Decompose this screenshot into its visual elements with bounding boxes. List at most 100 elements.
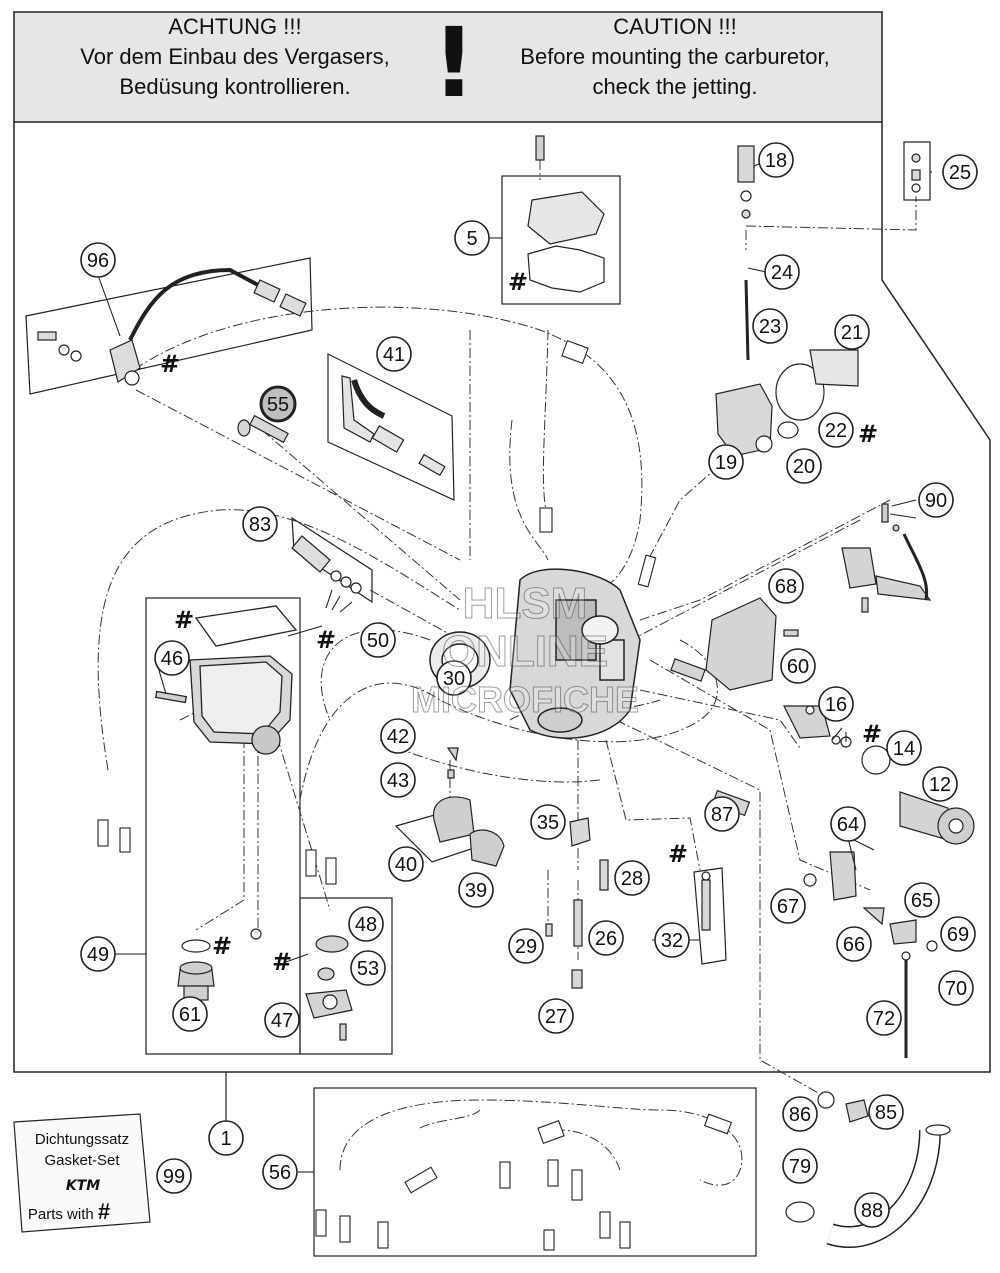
callout-circle: [80, 242, 116, 278]
top-cover: [527, 135, 605, 293]
leader-lines: [97, 161, 932, 1173]
callout-number: 72: [873, 1008, 895, 1030]
callout-circle: [376, 336, 412, 372]
callout-26: 26: [588, 920, 624, 956]
callout-46: 46: [154, 640, 190, 676]
callout-16: 16: [818, 686, 854, 722]
callout-circle: [786, 448, 822, 484]
callout-number: 23: [759, 316, 781, 338]
callout-circle: [904, 882, 940, 918]
callout-47: 47: [264, 1002, 300, 1038]
callout-number: 86: [789, 1104, 811, 1126]
callout-circle: [172, 996, 208, 1032]
callout-86: 86: [782, 1096, 818, 1132]
callout-number: 24: [771, 262, 793, 284]
choke-parts: [803, 547, 938, 1058]
callout-29: 29: [508, 928, 544, 964]
gasket-mark: #: [858, 420, 878, 448]
callout-circle: [614, 860, 650, 896]
callout-39: 39: [458, 872, 494, 908]
callout-69: 69: [940, 916, 976, 952]
cable-90: [881, 503, 929, 601]
callout-55: 55: [259, 385, 297, 423]
callout-circle: [886, 730, 922, 766]
callout-number: 19: [715, 452, 737, 474]
callout-number: 16: [825, 694, 847, 716]
caution-english-line2: check the jetting.: [592, 74, 758, 99]
caution-german-line2: Bedüsung kontrollieren.: [119, 74, 351, 99]
callout-35: 35: [530, 804, 566, 840]
callout-circle: [704, 796, 740, 832]
callout-circle: [940, 916, 976, 952]
ktm-logo: KTM: [65, 1178, 101, 1194]
callout-circle: [818, 686, 854, 722]
callout-1: 1: [208, 1120, 244, 1156]
callout-number: 30: [443, 668, 465, 690]
callout-61: 61: [172, 996, 208, 1032]
callout-70: 70: [938, 970, 974, 1006]
callout-number: 1: [220, 1128, 231, 1150]
callout-90: 90: [918, 482, 954, 518]
callout-number: 39: [465, 880, 487, 902]
cable-lines: [97, 160, 917, 1095]
callout-42: 42: [380, 718, 416, 754]
float-39: [432, 747, 505, 867]
callout-number: 35: [537, 812, 559, 834]
callout-number: 65: [911, 890, 933, 912]
callout-circle: [156, 1158, 192, 1194]
callout-number: 20: [793, 456, 815, 478]
gasket-mark: #: [508, 268, 528, 296]
callout-circle: [782, 1148, 818, 1184]
callout-circle: [834, 314, 870, 350]
callout-number: 96: [87, 250, 109, 272]
gasket-marks: # # # # # # # # #: [160, 268, 882, 976]
warning-exclamation-icon: !: [432, 7, 476, 119]
slide-assembly: [715, 145, 921, 457]
callout-72: 72: [866, 1000, 902, 1036]
callout-48: 48: [348, 906, 384, 942]
callout-circle: [360, 622, 396, 658]
callout-circle: [530, 804, 566, 840]
callout-87: 87: [704, 796, 740, 832]
callout-circle: [654, 922, 690, 958]
callout-65: 65: [904, 882, 940, 918]
box-5: [501, 175, 621, 305]
parts-with-symbol: #: [97, 1199, 111, 1224]
callout-25: 25: [942, 154, 978, 190]
callout-19: 19: [708, 444, 744, 480]
callout-circle: [942, 154, 978, 190]
callout-circle: [538, 998, 574, 1034]
callout-number: 67: [777, 896, 799, 918]
callout-number: 49: [87, 944, 109, 966]
callout-14: 14: [886, 730, 922, 766]
callout-number: 83: [249, 514, 271, 536]
callout-number: 28: [621, 868, 643, 890]
cable-loop-56: [339, 1099, 743, 1186]
callout-circle: [436, 660, 472, 696]
callout-number: 14: [893, 738, 915, 760]
gasket-mark: #: [272, 948, 292, 976]
callout-88: 88: [854, 1192, 890, 1228]
parts-with-label: Parts with: [27, 1206, 94, 1223]
callout-number: 46: [161, 648, 183, 670]
callout-30: 30: [436, 660, 472, 696]
callout-circle: [938, 970, 974, 1006]
gasket-mark: #: [862, 720, 882, 748]
caution-german: ACHTUNG !!! Vor dem Einbau des Vergasers…: [40, 12, 430, 122]
callout-56: 56: [262, 1154, 298, 1190]
callout-circle: [830, 806, 866, 842]
callout-number: 26: [595, 928, 617, 950]
callout-53: 53: [350, 950, 386, 986]
drain-parts: [785, 1091, 951, 1248]
drain-plug-61: [177, 939, 215, 1001]
gasket-mark: #: [160, 350, 180, 378]
callout-circle: [708, 444, 744, 480]
callout-number: 47: [271, 1010, 293, 1032]
callout-number: 32: [661, 930, 683, 952]
callout-number: 12: [929, 774, 951, 796]
callout-circle: [350, 950, 386, 986]
callout-circle: [782, 1096, 818, 1132]
callout-5: 5: [454, 220, 490, 256]
